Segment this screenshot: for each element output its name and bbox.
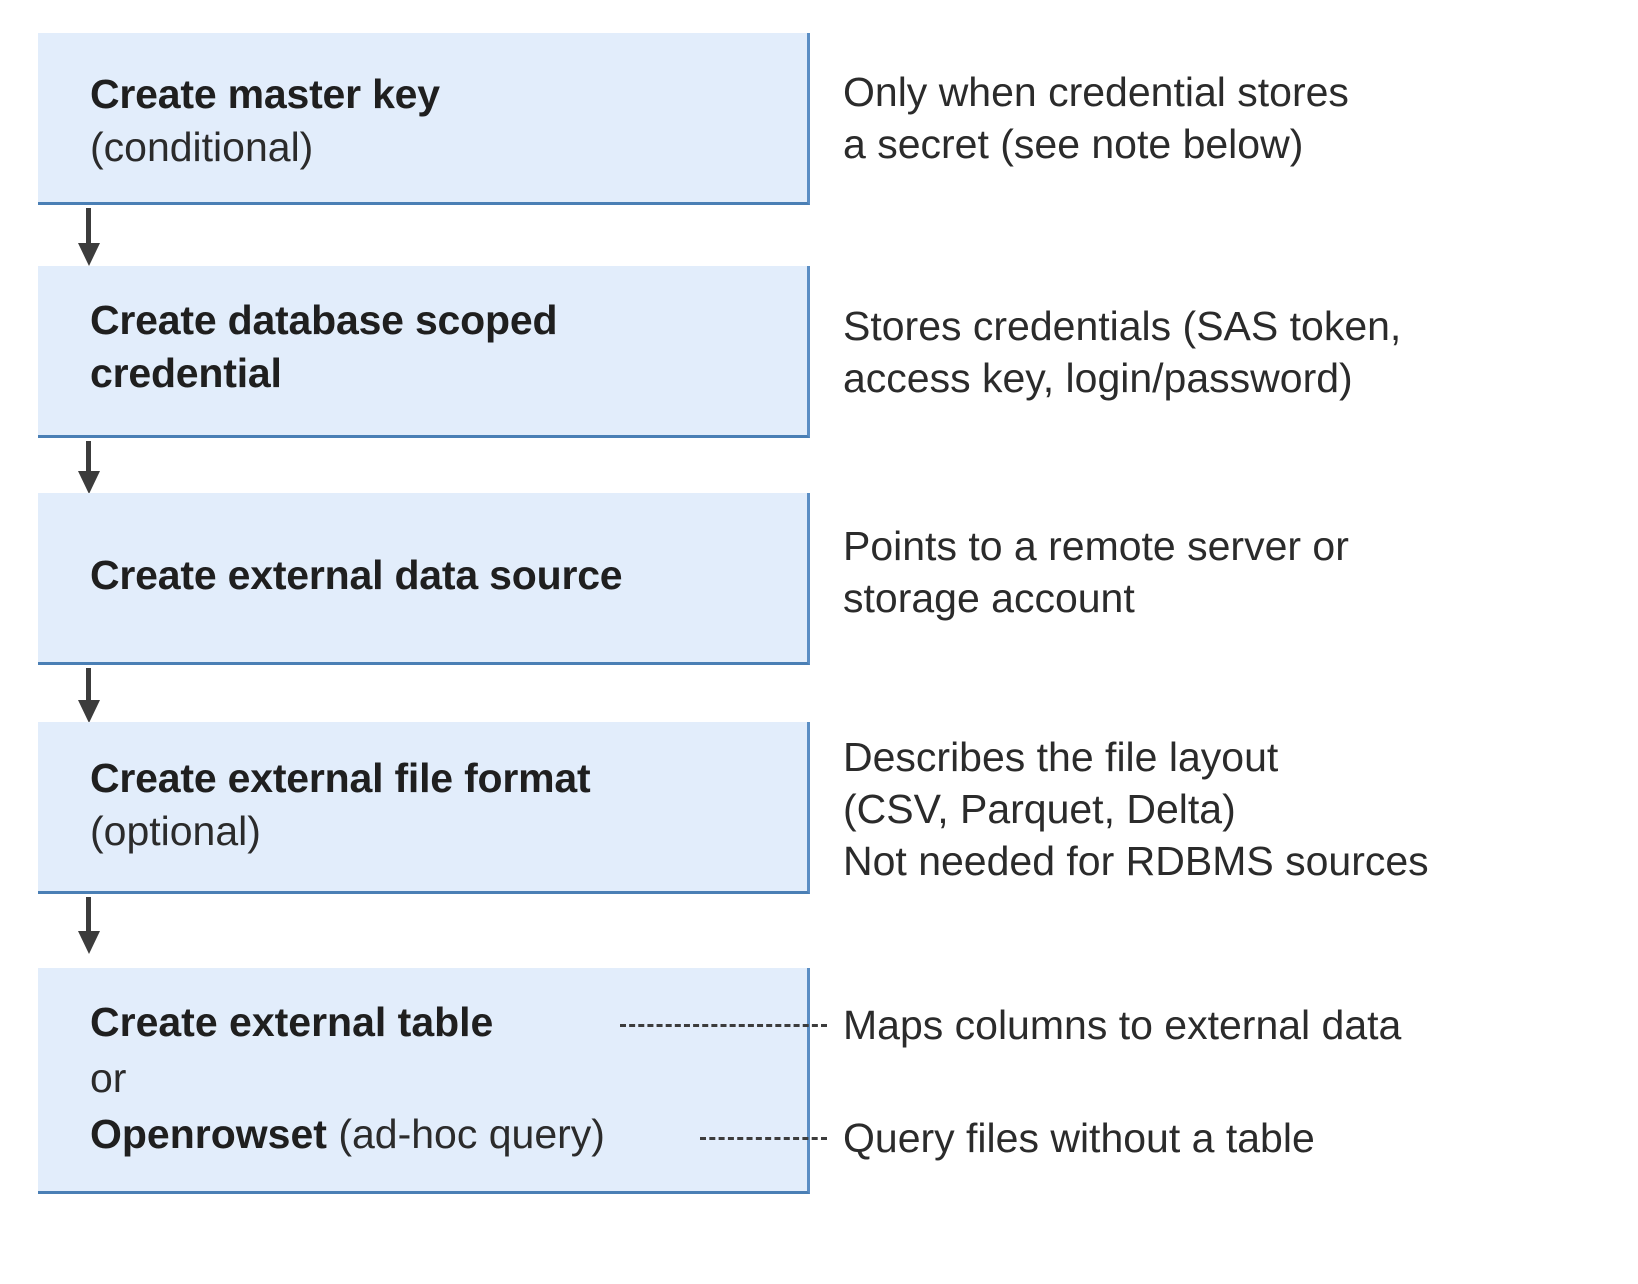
final-note-query-files: Query files without a table [843,1115,1315,1161]
final-note-maps-columns: Maps columns to external data [843,1002,1402,1048]
step-title: Create master key [90,71,440,117]
step-note-create-external-data-source: Points to a remote server or storage acc… [843,523,1349,621]
step-box-create-master-key[interactable]: Create master key (conditional) [38,33,810,205]
step-title: Create database scoped credential [90,297,558,396]
step-box-create-external-data-source[interactable]: Create external data source [38,493,810,665]
final-line-3-label: Openrowset [90,1111,327,1157]
step-subtitle: (optional) [90,808,261,854]
dashed-leader-external-table [620,1024,827,1027]
arrow-down-3 [78,668,100,723]
final-line-3-suffix: (ad-hoc query) [326,1111,605,1157]
step-note-create-database-scoped-credential: Stores credentials (SAS token, access ke… [843,303,1402,401]
dashed-leader-openrowset [700,1137,827,1140]
final-line-openrowset: Openrowset (ad-hoc query) [90,1106,797,1162]
step-box-create-external-table-or-openrowset[interactable]: Create external table or Openrowset (ad-… [38,968,810,1194]
step-note-create-master-key: Only when credential stores a secret (se… [843,69,1349,167]
arrow-down-2 [78,441,100,494]
step-subtitle: (conditional) [90,124,314,170]
arrow-down-4 [78,897,100,954]
arrow-down-1 [78,208,100,266]
step-title: Create external file format [90,755,591,801]
step-box-create-external-file-format[interactable]: Create external file format (optional) [38,722,810,894]
final-line-1-label: Create external table [90,999,494,1045]
step-note-create-external-file-format: Describes the file layout (CSV, Parquet,… [843,734,1429,884]
final-line-create-external-table: Create external table [90,994,797,1050]
step-box-create-database-scoped-credential[interactable]: Create database scoped credential [38,266,810,438]
step-title: Create external data source [90,552,623,598]
final-line-or: or [90,1050,797,1106]
final-line-2-label: or [90,1055,127,1101]
